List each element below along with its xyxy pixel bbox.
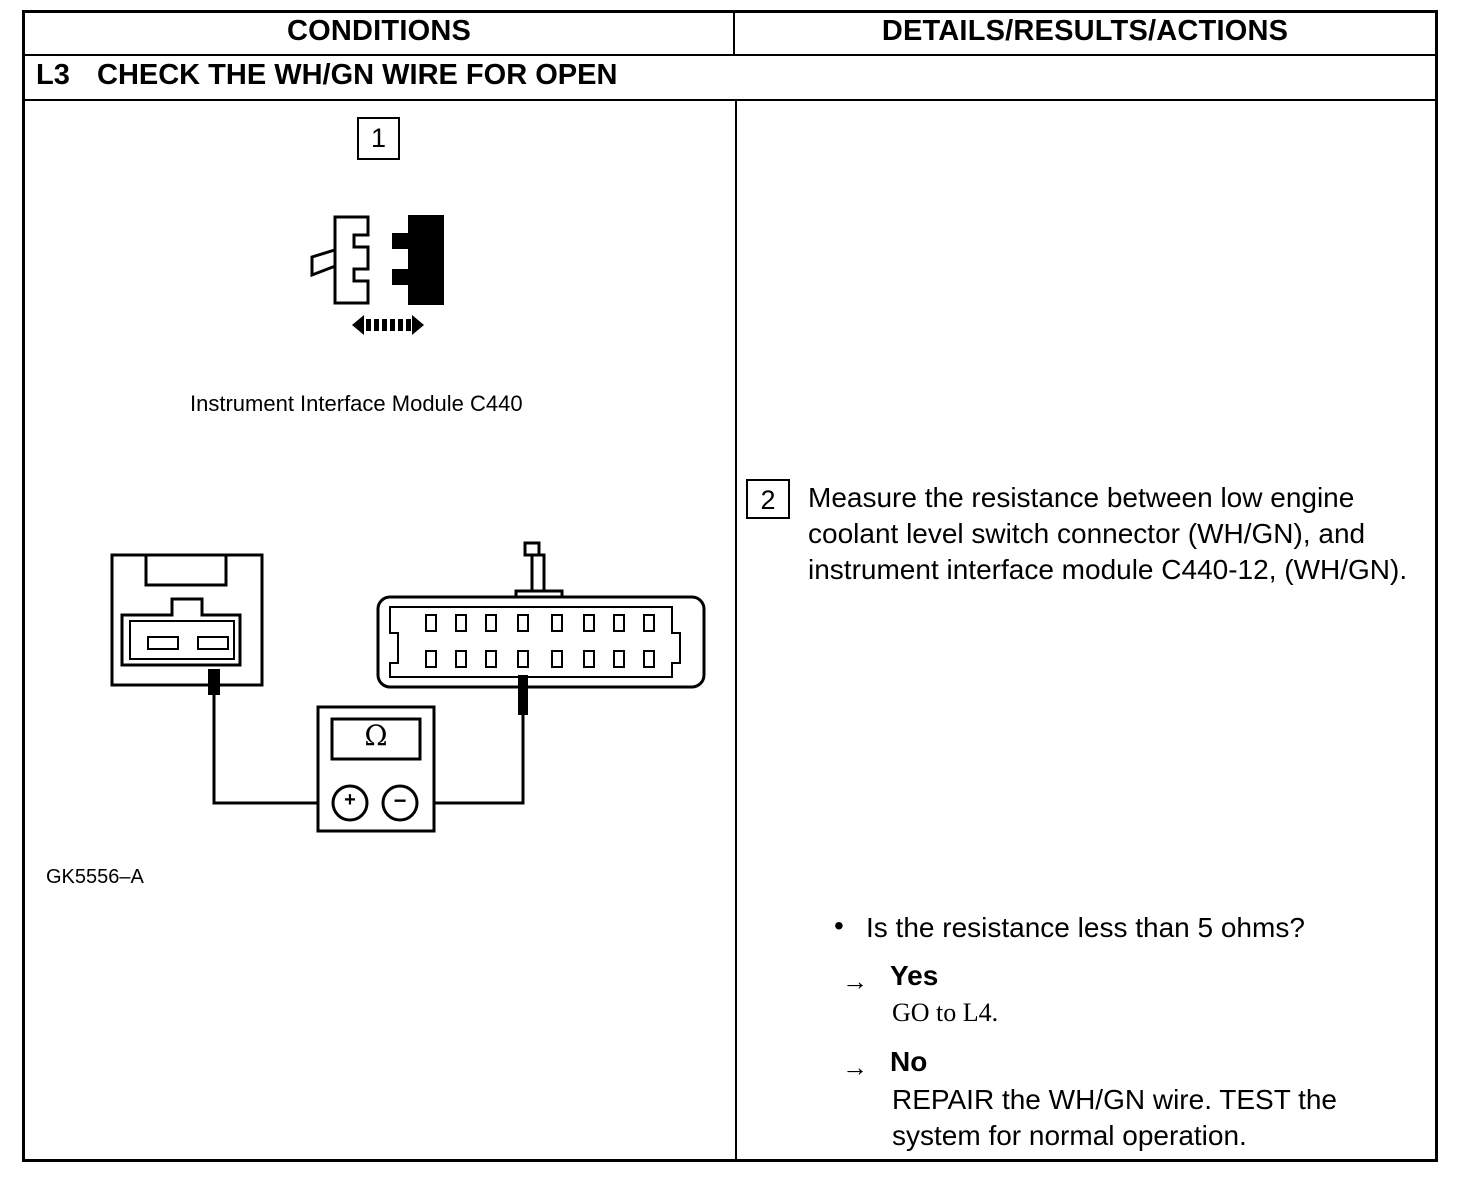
conditions-header: CONDITIONS [286, 15, 472, 47]
details-header: DETAILS/RESULTS/ACTIONS [881, 15, 1289, 47]
question-text: Is the resistance less than 5 ohms? [866, 912, 1305, 943]
minus-terminal: − [393, 788, 407, 813]
plus-terminal: + [344, 789, 356, 811]
no-action: REPAIR the WH/GN wire. TEST the system f… [892, 1084, 1338, 1151]
yes-action: GO to L4. [892, 998, 999, 1027]
figure-id: GK5556–A [46, 866, 144, 888]
module-connector-c440 [376, 541, 706, 715]
step-title: CHECK THE WH/GN WIRE FOR OPEN [97, 59, 618, 91]
step-1-number: 1 [357, 117, 400, 160]
coolant-switch-connector [110, 553, 264, 695]
no-arrow: → [842, 1052, 868, 1082]
meter-test-diagram [110, 541, 706, 833]
yes-label: Yes [890, 960, 939, 991]
step-id: L3 [36, 59, 70, 91]
yes-arrow: → [842, 966, 868, 996]
ohmmeter [316, 705, 436, 833]
header-divider [22, 54, 1438, 56]
step-2-instruction: Measure the resistance between low engin… [808, 482, 1408, 585]
no-label: No [890, 1046, 928, 1077]
table-frame [22, 10, 1438, 1162]
column-divider-body [735, 99, 737, 1162]
column-divider-top [733, 10, 735, 56]
step-2-number: 2 [746, 479, 790, 519]
question-bullet: • [834, 910, 844, 941]
connector-caption: Instrument Interface Module C440 [190, 391, 523, 416]
title-divider [22, 99, 1438, 101]
connector-disconnect-illustration [310, 215, 444, 335]
ohm-symbol: Ω [364, 719, 388, 752]
